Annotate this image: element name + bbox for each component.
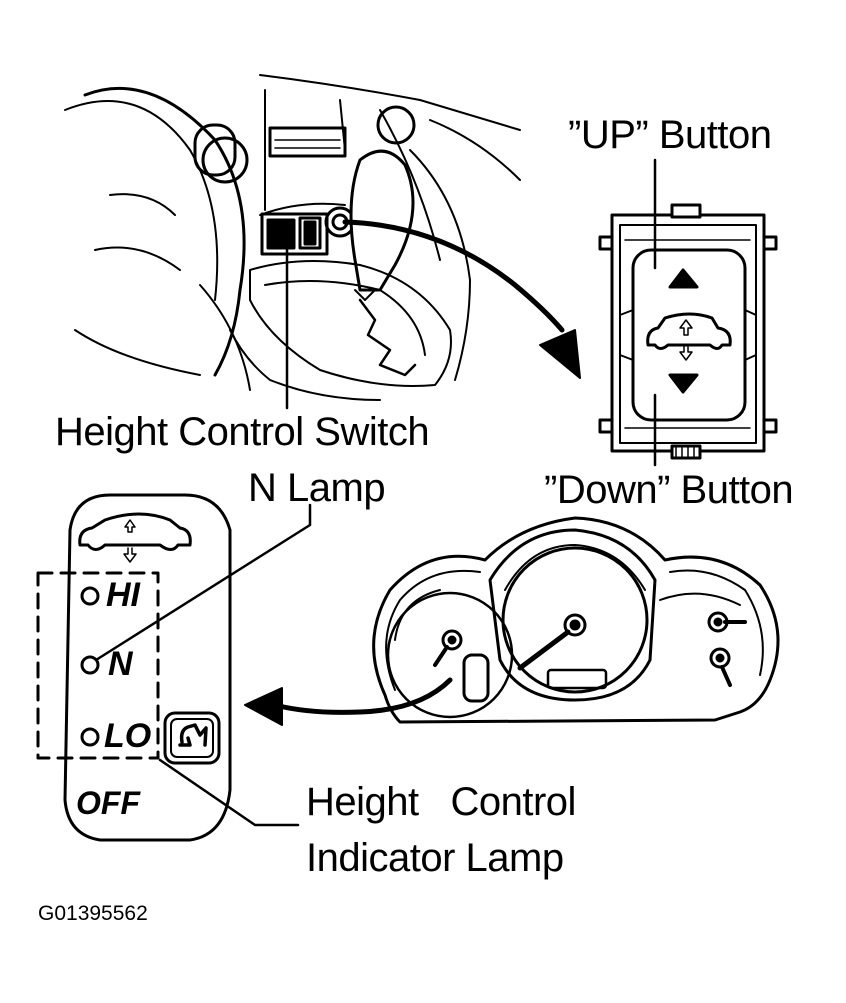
odometer-display bbox=[546, 668, 608, 690]
n-lamp-leader bbox=[94, 503, 312, 662]
vehicle-height-up-down-icon bbox=[646, 312, 732, 350]
cluster-to-panel-arrowhead bbox=[244, 687, 283, 726]
height-control-warning-lamp bbox=[163, 711, 221, 765]
speedometer-gauge bbox=[501, 546, 649, 694]
lo-lamp bbox=[80, 727, 100, 747]
indicator-lamp-leader bbox=[158, 758, 300, 827]
height-control-switch-label: Height Control Switch bbox=[55, 410, 430, 454]
down-button-label: ”Down” Button bbox=[544, 468, 794, 512]
height-control-switch-housing bbox=[260, 212, 329, 256]
up-button-label: ”UP” Button bbox=[568, 113, 772, 157]
up-arrow-icon[interactable] bbox=[668, 268, 699, 289]
n-lamp-label: N Lamp bbox=[248, 466, 386, 510]
hi-lamp bbox=[80, 586, 100, 606]
indicator-lamp-label-line1: Height Control bbox=[306, 780, 576, 824]
indicator-panel bbox=[36, 493, 232, 842]
height-control-switch-detail bbox=[598, 203, 778, 460]
height-control-warning-icon bbox=[178, 723, 208, 747]
steering-wheel bbox=[83, 87, 246, 377]
down-arrow-icon[interactable] bbox=[668, 373, 699, 394]
indicator-lamp-label-line2: Indicator Lamp bbox=[306, 836, 564, 880]
figure-code: G01395562 bbox=[38, 902, 148, 925]
hi-label: HI bbox=[106, 576, 140, 614]
indicator-lamps-dashed-box bbox=[36, 571, 160, 760]
lo-label: LO bbox=[104, 717, 152, 755]
n-lamp bbox=[80, 655, 100, 675]
cluster-to-panel-arrow bbox=[272, 677, 453, 715]
switch-detail-arrowhead bbox=[539, 329, 581, 379]
height-control-warning-light bbox=[462, 653, 490, 703]
rocker-switch[interactable] bbox=[631, 248, 747, 422]
car-interior-illustration bbox=[64, 74, 521, 401]
gear-shift-knob bbox=[349, 149, 415, 292]
off-label: OFF bbox=[76, 785, 140, 821]
vehicle-height-up-down-icon bbox=[78, 512, 192, 551]
switch-detail-arrow bbox=[342, 219, 565, 333]
instrument-cluster bbox=[372, 516, 780, 724]
n-label: N bbox=[108, 645, 133, 683]
